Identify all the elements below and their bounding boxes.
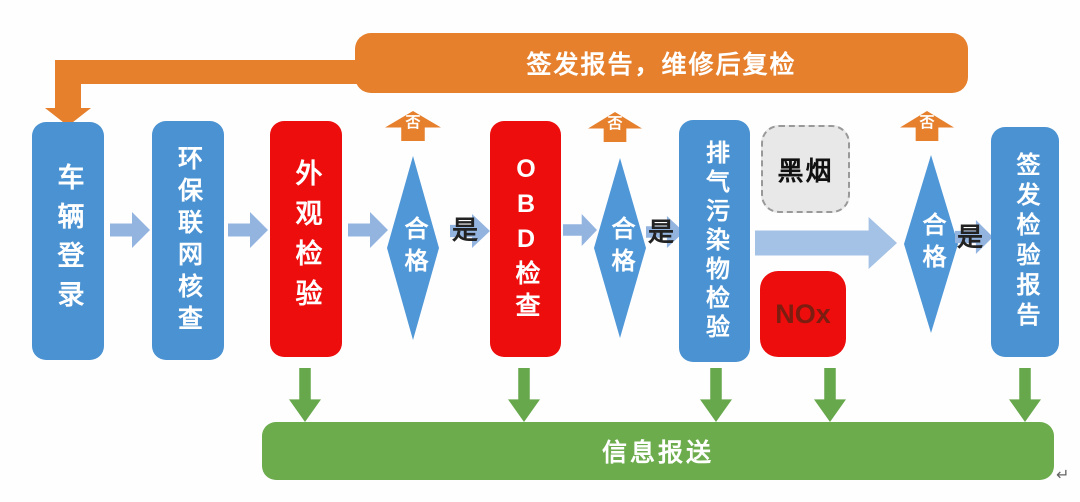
decision-qualified-2: 合格 [594, 158, 646, 338]
report-arrow-icon [289, 368, 321, 422]
return-loop-arrowhead-icon [45, 108, 91, 126]
flow-arrow-icon [348, 212, 388, 248]
no-branch-arrow-icon: 否 [385, 111, 441, 141]
step-appearance-inspection-label: 外观检验 [291, 159, 322, 319]
no-branch-label: 否 [607, 115, 623, 132]
step-obd-check-label: OBD检查 [512, 154, 540, 324]
decision-qualified-3-label: 合格 [918, 212, 945, 276]
return-loop-horizontal-connector [64, 60, 357, 84]
step-obd-check: OBD检查 [490, 121, 561, 357]
step-env-network-check-label: 环保联网核查 [174, 144, 203, 337]
reissue-report-banner-label: 签发报告，维修后复检 [526, 51, 797, 79]
flow-arrow-long-icon [755, 217, 897, 269]
step-env-network-check: 环保联网核查 [152, 121, 224, 360]
decision-qualified-2-label: 合格 [607, 216, 634, 280]
report-arrow-icon [814, 368, 846, 422]
flow-arrow-icon [228, 212, 268, 248]
information-reporting-banner-label: 信息报送 [601, 439, 714, 467]
decision-qualified-3: 合格 [904, 155, 958, 333]
yes-branch-label: 是 [648, 217, 675, 247]
flow-arrow-icon [563, 214, 597, 246]
reissue-report-banner: 签发报告，维修后复检 [355, 33, 968, 93]
no-branch-arrow-icon: 否 [900, 111, 954, 141]
return-loop-vertical-connector [55, 60, 81, 110]
decision-qualified-1: 合格 [387, 156, 439, 340]
nox-label: NOx [775, 298, 831, 329]
return-mark: ↵ [1056, 467, 1070, 484]
step-exhaust-pollutant-inspection-label: 排气污染物检验 [701, 139, 729, 343]
yes-branch-label: 是 [452, 215, 479, 245]
report-arrow-icon [700, 368, 732, 422]
black-smoke-box: 黑烟 [761, 125, 850, 213]
step-vehicle-login-label: 车辆登录 [53, 163, 84, 319]
no-branch-label: 否 [405, 114, 421, 131]
yes-branch-label: 是 [957, 222, 984, 252]
black-smoke-label: 黑烟 [777, 155, 834, 186]
nox-box: NOx [760, 271, 846, 357]
flow-arrow-icon [110, 212, 150, 248]
step-appearance-inspection: 外观检验 [270, 121, 342, 357]
no-branch-arrow-icon: 否 [588, 112, 642, 142]
step-vehicle-login: 车辆登录 [32, 122, 104, 360]
no-branch-label: 否 [919, 114, 935, 131]
report-arrow-icon [508, 368, 540, 422]
step-issue-inspection-report-label: 签发检验报告 [1012, 152, 1039, 332]
step-exhaust-pollutant-inspection: 排气污染物检验 [679, 120, 750, 362]
step-issue-inspection-report: 签发检验报告 [991, 127, 1059, 357]
report-arrow-icon [1009, 368, 1041, 422]
decision-qualified-1-label: 合格 [400, 216, 427, 280]
information-reporting-banner: 信息报送 [262, 422, 1054, 480]
